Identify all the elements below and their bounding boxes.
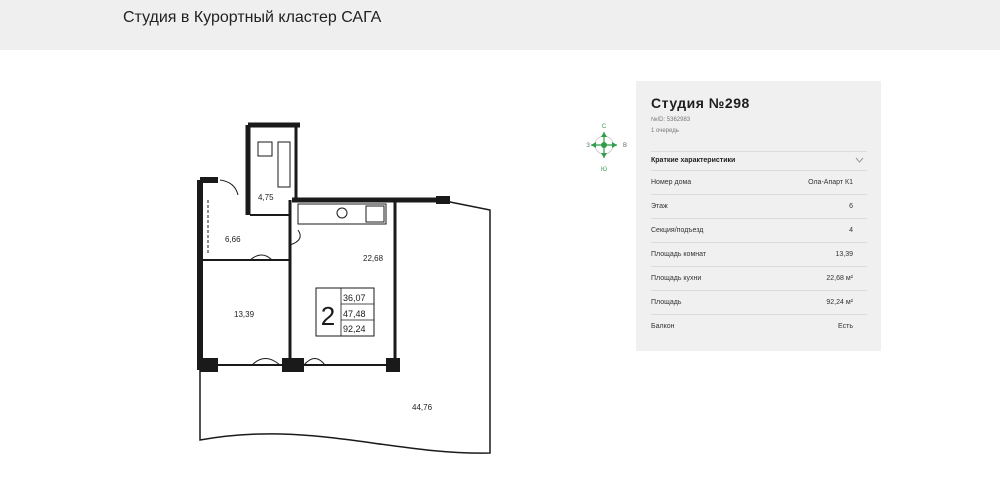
spec-value: 92,24 м² [826,299,853,306]
spec-value: 13,39 [835,251,853,258]
compass-west: З [586,143,590,149]
badge-room-count: 2 [321,301,335,331]
spec-label: Площадь кухни [651,275,702,282]
apartment-info-card: Студия №298 №ID: 5362983 1 очередь Кратк… [636,81,881,351]
spec-row-rooms-area: Площадь комнат 13,39 [651,242,867,266]
badge-area-no-terrace: 47,48 [343,309,366,319]
room-area-bedroom: 13,39 [234,310,255,319]
page-title: Студия в Курортный кластер САГА [123,9,382,26]
characteristics-toggle[interactable]: Краткие характеристики [651,151,867,168]
spec-row-floor: Этаж 6 [651,194,867,218]
spec-label: Площадь комнат [651,251,707,258]
compass-north: С [602,124,607,130]
apartment-title: Студия №298 [651,95,750,111]
compass-icon: С Ю З В [586,124,627,173]
page-header: Студия в Курортный кластер САГА [0,0,1000,50]
area-badge: 2 36,07 47,48 92,24 [315,287,375,337]
badge-total-area: 92,24 [343,324,366,334]
spec-value: 6 [849,203,853,210]
spec-row-house-number: Номер дома Ола-Апарт К1 [651,170,867,194]
room-area-terrace: 44,76 [412,403,433,412]
spec-value: 4 [849,227,853,234]
spec-row-balcony: Балкон Есть [651,314,867,338]
spec-label: Секция/подъезд [651,227,704,234]
spec-value: Ола-Апарт К1 [808,179,853,186]
spec-row-total-area: Площадь 92,24 м² [651,290,867,314]
spec-label: Балкон [651,323,675,330]
spec-row-kitchen-area: Площадь кухни 22,68 м² [651,266,867,290]
room-area-bath: 4,75 [258,193,274,202]
apartment-queue: 1 очередь [651,128,679,134]
spec-label: Площадь [651,299,682,306]
room-area-hall: 6,66 [225,235,241,244]
spec-value: 22,68 м² [826,275,853,282]
spec-label: Номер дома [651,179,692,186]
badge-living-area: 36,07 [343,293,366,303]
compass-east: В [623,143,627,149]
spec-value: Есть [838,323,853,330]
compass-south: Ю [601,167,607,173]
spec-row-section: Секция/подъезд 4 [651,218,867,242]
chevron-down-icon [855,157,864,163]
floor-plan: 4,75 6,66 13,39 22,68 44,76 2 36,07 47,4… [197,122,491,454]
characteristics-list: Номер дома Ола-Апарт К1 Этаж 6 Секция/по… [651,170,867,338]
characteristics-label: Краткие характеристики [651,157,736,164]
apartment-id: №ID: 5362983 [651,117,691,123]
room-area-kitchen: 22,68 [363,254,384,263]
spec-label: Этаж [651,203,668,210]
